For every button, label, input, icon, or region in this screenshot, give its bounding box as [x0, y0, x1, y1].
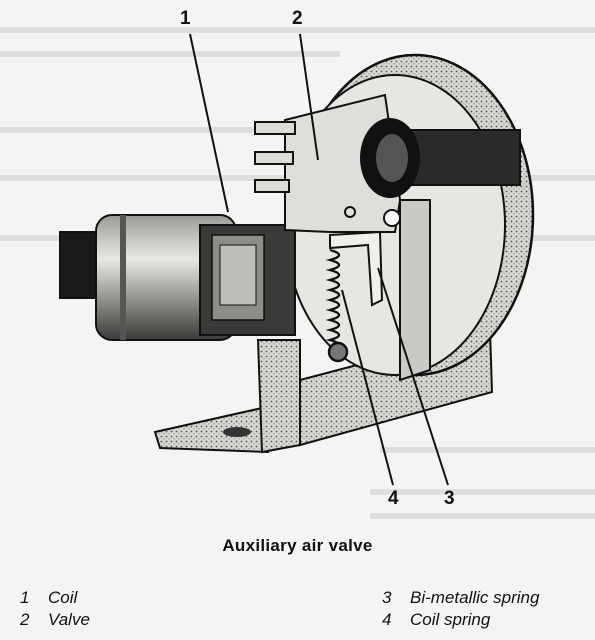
callout-1: 1: [180, 8, 191, 29]
legend-item-bi-metallic-spring: 3 Bi-metallic spring: [382, 588, 539, 608]
legend-label: Valve: [48, 610, 90, 629]
legend-label: Coil: [48, 588, 78, 607]
legend-item-coil: 1 Coil: [20, 588, 77, 608]
leader-lines: [189, 33, 449, 486]
air-channel: [360, 118, 521, 382]
callout-3: 3: [444, 488, 455, 509]
coil-spring: [325, 248, 349, 363]
legend-number: 1: [20, 588, 30, 607]
legend-item-valve: 2 Valve: [20, 610, 90, 630]
coil-body: [59, 214, 296, 341]
legend-item-coil-spring: 4 Coil spring: [382, 610, 490, 630]
cooling-fins: [254, 121, 296, 193]
bi-metallic-spring: [329, 230, 384, 307]
auxiliary-air-valve-illustration: [0, 27, 595, 519]
legend-label: Bi-metallic spring: [410, 588, 540, 607]
callout-2: 2: [292, 8, 303, 29]
legend-label: Coil spring: [410, 610, 491, 629]
callout-4: 4: [388, 488, 399, 509]
legend-number: 4: [382, 610, 392, 629]
figure-caption: Auxiliary air valve: [222, 536, 373, 555]
legend-number: 3: [382, 588, 392, 607]
legend-number: 2: [20, 610, 30, 629]
